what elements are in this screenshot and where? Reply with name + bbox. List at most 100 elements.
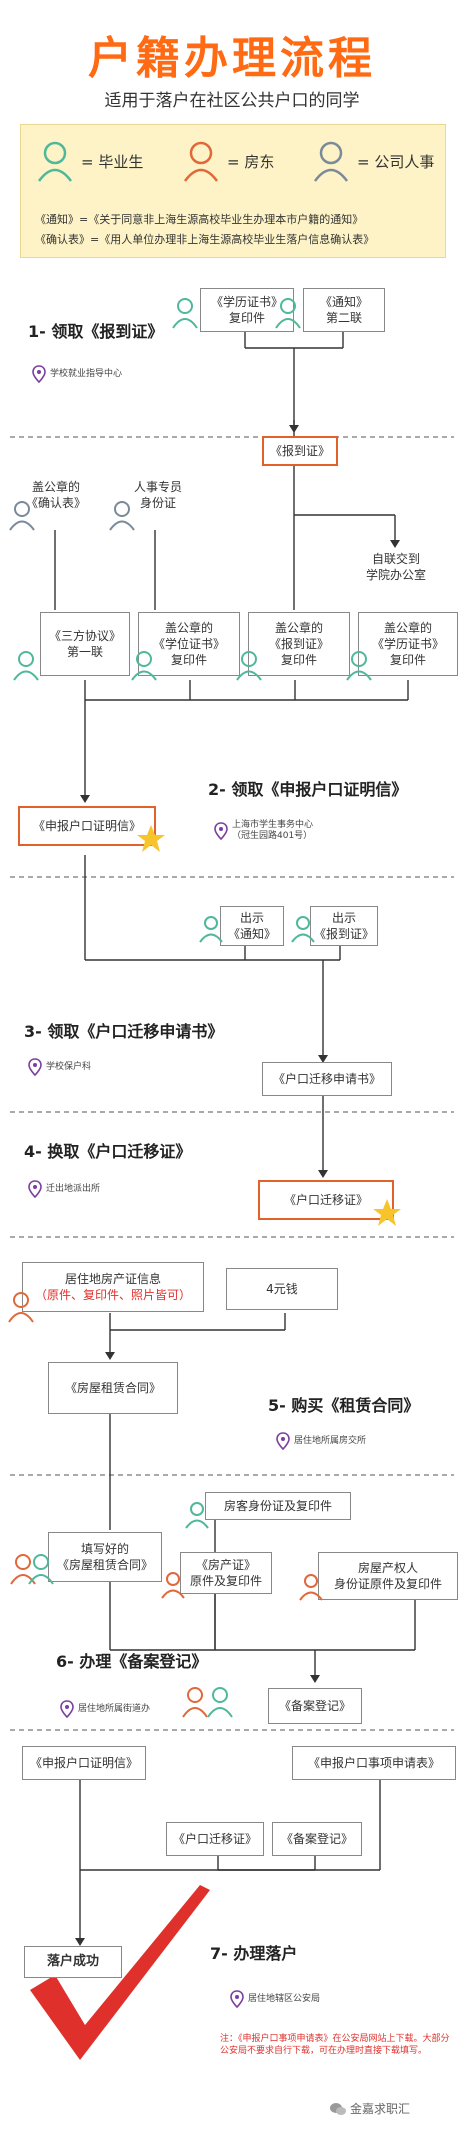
step-4-title: 4- 换取《户口迁移证》 <box>24 1142 192 1161</box>
step-2-location: 上海市学生事务中心（冠生园路401号） <box>214 820 313 842</box>
step-6-title: 6- 办理《备案登记》 <box>56 1652 208 1671</box>
step-3-location: 学校保户科 <box>28 1058 91 1076</box>
legend-note-notice: 《通知》=《关于同意非上海生源高校毕业生办理本市户籍的通知》 <box>35 213 364 226</box>
rental-contract-box: 《房屋租赁合同》 <box>48 1362 178 1414</box>
landlord-icon <box>10 1554 36 1585</box>
transfer-certificate-box: 《户口迁移证》 <box>258 1180 394 1220</box>
star-icon <box>137 825 165 852</box>
step-1-location: 学校就业指导中心 <box>32 365 122 383</box>
check-mark-icon <box>30 1885 210 2060</box>
step-1-title: 1- 领取《报到证》 <box>28 322 164 341</box>
step-2-location-text: 上海市学生事务中心（冠生园路401号） <box>232 820 313 842</box>
household-proof-letter-box: 《申报户口证明信》 <box>18 806 156 846</box>
tripartite-agreement-box: 《三方协议》 第一联 <box>40 612 130 676</box>
report-card-box: 《报到证》 <box>262 436 338 466</box>
location-pin-icon <box>230 1990 244 2008</box>
step-2-location-line2: （冠生园路401号） <box>232 830 313 841</box>
stamped-diploma-copy-box: 盖公章的 《学历证书》 复印件 <box>358 612 458 676</box>
legend-graduate-label: = 毕业生 <box>81 152 144 171</box>
graduate-icon <box>236 651 262 681</box>
step-6-location-text: 居住地所属街道办 <box>78 1703 151 1714</box>
wechat-icon <box>330 2102 346 2115</box>
s7-transfer-cert-box: 《户口迁移证》 <box>166 1822 264 1856</box>
location-pin-icon <box>32 365 46 383</box>
watermark: 金嘉求职汇 <box>330 2100 410 2117</box>
stamped-confirm-label: 盖公章的 《确认表》 <box>25 480 86 510</box>
location-pin-icon <box>276 1432 290 1450</box>
legend-graduate: = 毕业生 <box>35 139 143 183</box>
location-pin-icon <box>214 821 228 840</box>
graduate-icon <box>37 141 73 182</box>
step-7-location: 居住地辖区公安局 <box>230 1990 320 2008</box>
step-4-location-text: 迁出地派出所 <box>46 1183 101 1194</box>
graduate-icon <box>28 1554 54 1585</box>
stamped-report-copy-box: 盖公章的 《报到证》 复印件 <box>248 612 350 676</box>
step-5-location: 居住地所属房交所 <box>276 1432 366 1450</box>
property-info-line1: 居住地房产证信息 <box>64 1271 161 1286</box>
stamped-degree-box: 盖公章的 《学位证书》 复印件 <box>138 612 240 676</box>
filled-contract-box: 填写好的 《房屋租赁合同》 <box>48 1532 162 1582</box>
step-7-note: 注：《申报户口事项申请表》在公安局网站上下载。大部分公安局不要求自行下载，可在办… <box>220 2034 450 2056</box>
graduate-icon <box>346 651 372 681</box>
property-info-box: 居住地房产证信息 （原件、复印件、照片皆可） <box>22 1262 204 1312</box>
step-7-title: 7- 办理落户 <box>210 1944 298 1963</box>
property-certificate-box: 《房产证》 原件及复印件 <box>180 1552 272 1594</box>
settled-success-box: 落户成功 <box>24 1946 122 1978</box>
legend-landlord-label: = 房东 <box>227 152 275 171</box>
section-dividers <box>10 436 454 1731</box>
notice-part2-box: 《通知》 第二联 <box>303 288 385 332</box>
property-info-line2: （原件、复印件、照片皆可） <box>34 1288 191 1302</box>
connectors <box>54 330 416 1938</box>
step-3-location-text: 学校保户科 <box>46 1061 92 1072</box>
page-title: 户籍办理流程 <box>88 33 376 84</box>
diploma-copy-box: 《学历证书》 复印件 <box>200 288 294 332</box>
hr-icon <box>313 141 349 182</box>
location-pin-icon <box>28 1058 42 1076</box>
watermark-text: 金嘉求职汇 <box>350 2102 411 2116</box>
step-5-title: 5- 购买《租赁合同》 <box>268 1396 420 1415</box>
legend-landlord: = 房东 <box>181 139 274 183</box>
show-report-box: 出示 《报到证》 <box>310 906 378 946</box>
hr-icon <box>9 501 35 531</box>
s7-registration-box: 《备案登记》 <box>272 1822 362 1856</box>
graduate-icon <box>275 298 301 329</box>
graduate-icon <box>172 298 198 329</box>
graduate-icon <box>199 916 223 943</box>
landlord-icon <box>299 1574 323 1601</box>
step-2-title: 2- 领取《申报户口证明信》 <box>208 780 408 799</box>
legend-hr-label: = 公司人事 <box>357 152 435 171</box>
graduate-icon <box>185 1502 209 1529</box>
landlord-icon <box>161 1572 185 1599</box>
tenant-id-box: 房客身份证及复印件 <box>205 1492 351 1520</box>
show-notice-box: 出示 《通知》 <box>220 906 284 946</box>
transfer-application-box: 《户口迁移申请书》 <box>262 1062 392 1096</box>
step-6-location: 居住地所属街道办 <box>60 1700 150 1718</box>
star-icon <box>373 1199 401 1226</box>
graduate-icon <box>291 916 315 943</box>
graduate-icon <box>207 1687 233 1718</box>
s7-proof-letter-box: 《申报户口证明信》 <box>22 1746 146 1780</box>
landlord-icon <box>182 1687 208 1718</box>
legend-hr: = 公司人事 <box>311 139 434 183</box>
landlord-icon <box>183 141 219 182</box>
legend-panel: = 毕业生 = 房东 = 公司人事 《通知》=《关于同意非上海生源高校毕业生办理… <box>20 124 446 258</box>
graduate-icon <box>13 651 39 681</box>
step-4-location: 迁出地派出所 <box>28 1180 100 1198</box>
step-5-location-text: 居住地所属房交所 <box>294 1435 367 1446</box>
page-subtitle: 适用于落户在社区公共户口的同学 <box>104 91 360 111</box>
arrowheads <box>75 425 400 1946</box>
step-1-location-text: 学校就业指导中心 <box>50 368 123 379</box>
money-box: 4元钱 <box>226 1268 338 1310</box>
owner-id-box: 房屋产权人 身份证原件及复印件 <box>318 1552 458 1600</box>
location-pin-icon <box>60 1700 74 1718</box>
legend-note-confirm: 《确认表》=《用人单位办理非上海生源高校毕业生落户信息确认表》 <box>35 233 375 246</box>
step-3-title: 3- 领取《户口迁移申请书》 <box>24 1022 224 1041</box>
hr-id-label: 人事专员 身份证 <box>133 480 182 510</box>
location-pin-icon <box>28 1180 42 1198</box>
filing-registration-box: 《备案登记》 <box>268 1688 362 1724</box>
step-2-location-line1: 上海市学生事务中心 <box>232 820 314 830</box>
s7-application-form-box: 《申报户口事项申请表》 <box>292 1746 456 1780</box>
graduate-icon <box>131 651 157 681</box>
self-deliver-label: 自联交到 学院办公室 <box>365 552 426 582</box>
